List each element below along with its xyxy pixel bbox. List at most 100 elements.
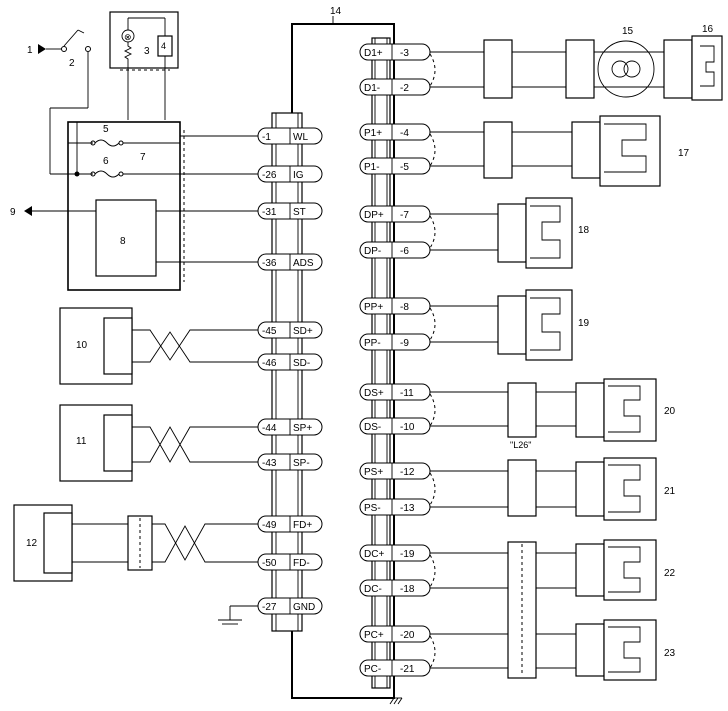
right-pin-signal: PP+ xyxy=(364,302,383,313)
coil-15-icon xyxy=(597,40,655,98)
right-pin-ps+: PS+ -12 xyxy=(359,462,431,480)
connector-21-box xyxy=(575,461,605,517)
right-pin-number: -13 xyxy=(400,503,415,514)
ignition-switch-icon xyxy=(61,29,91,52)
callout-19: 19 xyxy=(578,318,590,329)
right-pin-signal: PC+ xyxy=(364,630,384,641)
twist-label: "L26" xyxy=(510,440,531,450)
callout-2: 2 xyxy=(69,58,75,69)
callout-23: 23 xyxy=(664,648,676,659)
right-pin-number: -18 xyxy=(400,584,415,595)
right-pin-signal: P1+ xyxy=(364,128,382,139)
connector-16-box xyxy=(663,39,693,99)
component-17-box xyxy=(599,115,661,187)
right-pin-signal: PC- xyxy=(364,664,381,675)
right-pin-signal: P1- xyxy=(364,162,380,173)
callout-10: 10 xyxy=(76,340,88,351)
right-pin-signal: PS+ xyxy=(364,467,383,478)
right-pin-pp+: PP+-8 xyxy=(359,297,431,315)
right-pin-ds+: DS+ -11 xyxy=(359,383,431,401)
callout-4: 4 xyxy=(161,41,166,51)
right-pin-signal: D1- xyxy=(364,83,380,94)
connector-22-box xyxy=(575,543,605,597)
left-pin-signal: ST xyxy=(293,207,306,218)
right-pin-number: -3 xyxy=(400,48,409,59)
left-pin-signal: GND xyxy=(293,602,315,613)
right-pin-number: -9 xyxy=(400,338,409,349)
right-pin-p1-: P1- -5 xyxy=(359,157,431,175)
callout-15: 15 xyxy=(622,26,634,37)
right-pin-number: -11 xyxy=(400,388,414,399)
component-21-box xyxy=(603,457,657,521)
left-pin-signal: WL xyxy=(293,132,308,143)
left-connector-block xyxy=(271,112,303,632)
connector-18-box xyxy=(497,203,527,263)
right-pin-signal: PP- xyxy=(364,338,381,349)
left-pin-number: -27 xyxy=(262,602,277,613)
inline-connector-ds xyxy=(507,382,537,438)
connector-23-box xyxy=(575,623,605,677)
right-pin-number: -20 xyxy=(400,630,415,641)
fuse-6-icon xyxy=(90,170,124,178)
left-pin-signal: SD- xyxy=(293,358,310,369)
right-pin-signal: DS- xyxy=(364,422,381,433)
output-arrow-icon xyxy=(24,206,32,216)
callout-16: 16 xyxy=(702,24,714,35)
right-pin-number: -4 xyxy=(400,128,409,139)
left-pin-ig: -26 IG xyxy=(257,165,323,183)
callout-9: 9 xyxy=(10,207,16,218)
right-pin-number: -12 xyxy=(400,467,415,478)
callout-11: 11 xyxy=(76,436,87,447)
left-pin-number: -36 xyxy=(262,258,277,269)
left-pin-number: -46 xyxy=(262,358,277,369)
callout-20: 20 xyxy=(664,406,676,417)
left-pin-signal: SP- xyxy=(293,458,310,469)
right-pin-d1+: D1+-3 xyxy=(359,43,431,61)
fuse-5-icon xyxy=(90,139,124,147)
right-pin-signal: DC+ xyxy=(364,549,384,560)
callout-21: 21 xyxy=(664,486,676,497)
left-pin-sd-minusplus: -45 SD+ xyxy=(257,321,323,339)
callout-22: 22 xyxy=(664,568,676,579)
right-pin-signal: DC- xyxy=(364,584,382,595)
right-pin-dc+: DC+-19 xyxy=(359,544,431,562)
right-pin-number: -6 xyxy=(400,246,409,257)
left-pin-signal: IG xyxy=(293,170,304,181)
right-pin-number: -21 xyxy=(400,664,415,675)
left-pin-number: -45 xyxy=(262,326,277,337)
callout-18: 18 xyxy=(578,225,590,236)
inline-connector-p1 xyxy=(483,121,513,179)
right-pin-p1+: P1+ -4 xyxy=(359,123,431,141)
connector-20-box xyxy=(575,382,605,438)
right-pin-number: -7 xyxy=(400,210,409,221)
left-pin-signal: SD+ xyxy=(293,326,313,337)
callout-3: 3 xyxy=(144,46,150,57)
left-pin-number: -50 xyxy=(262,558,277,569)
right-pin-signal: DS+ xyxy=(364,388,384,399)
left-pin-number: -26 xyxy=(262,170,277,181)
callout-12: 12 xyxy=(26,538,38,549)
component-18-box xyxy=(525,197,573,269)
left-pin-number: -44 xyxy=(262,423,277,434)
right-connector-block xyxy=(371,37,391,689)
right-pin-dp-: DP- -6 xyxy=(359,241,431,259)
component-23-box xyxy=(603,619,657,681)
callout-17: 17 xyxy=(678,148,690,159)
left-pin-sd-minus: -46 SD- xyxy=(257,353,323,371)
component-20-box xyxy=(603,378,657,442)
right-pin-number: -10 xyxy=(400,422,415,433)
component-22-box xyxy=(603,539,657,601)
right-pin-number: -5 xyxy=(400,162,409,173)
component-19-box xyxy=(525,289,573,361)
callout-5: 5 xyxy=(103,124,109,135)
inline-connector-d1-b xyxy=(565,39,595,99)
right-pin-d1-: D1- -2 xyxy=(359,78,431,96)
right-pin-number: -2 xyxy=(400,83,409,94)
right-pin-signal: DP- xyxy=(364,246,381,257)
